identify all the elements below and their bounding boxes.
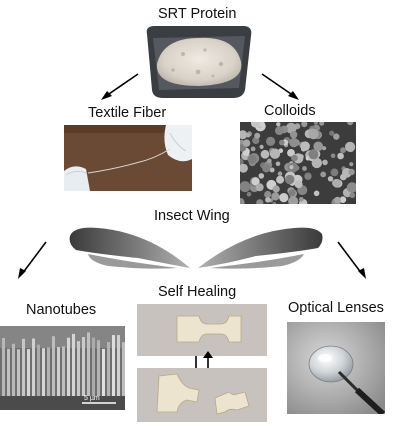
insect-wing-label: Insect Wing — [154, 208, 230, 224]
self-healing-image-bottom — [137, 368, 267, 422]
optical-lenses-image — [287, 322, 385, 414]
optical-lenses-label: Optical Lenses — [288, 300, 384, 316]
insect-wing-image — [68, 224, 324, 276]
colloids-image — [240, 122, 356, 204]
arrow-icon-to-nanotubes — [18, 241, 47, 279]
textile-fiber-label: Textile Fiber — [88, 105, 167, 121]
arrow-icon-to-optical-lenses — [337, 241, 366, 279]
srt-protein-label: SRT Protein — [158, 6, 237, 22]
arrow-icon-to-colloids — [261, 73, 299, 100]
nanotubes-label: Nanotubes — [26, 302, 97, 318]
self-healing-image-top — [137, 304, 267, 356]
textile-fiber-image — [64, 125, 192, 191]
self-healing-label: Self Healing — [158, 284, 237, 300]
scale-bar-label: 5 µm — [84, 395, 100, 402]
protein-powder-image — [143, 24, 255, 100]
arrow-icon-to-textile — [101, 73, 139, 100]
nanotubes-image: 5 µm — [0, 326, 125, 410]
colloids-label: Colloids — [264, 103, 316, 119]
